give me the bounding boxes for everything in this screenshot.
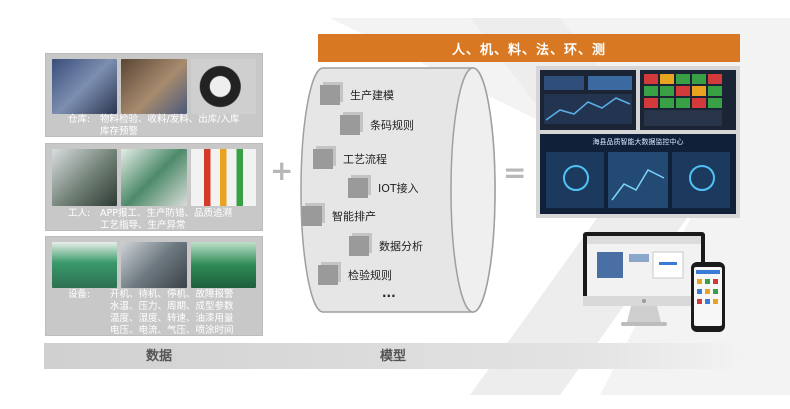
- signal-tower-photo: [190, 149, 256, 206]
- cylinder-item-modeling: 生产建模: [320, 85, 394, 105]
- worker-text: APP报工、生产防错、品质追溯 工艺指导、生产异常: [100, 208, 232, 231]
- plus-sign: +: [270, 154, 294, 187]
- barcode-scanner-photo: [121, 59, 187, 114]
- workshop-photo: [121, 242, 187, 288]
- cylinder-item-inspection: 检验规则: [318, 265, 392, 285]
- cube-icon: [320, 85, 340, 105]
- cube-icon: [349, 236, 369, 256]
- cylinder-item-analysis: 数据分析: [349, 236, 423, 256]
- warehouse-panel: 仓库: 物料检验、收料/发料、出库/入库 库存预警: [45, 53, 263, 137]
- cube-icon: [348, 178, 368, 198]
- dashboard-graphic: [540, 70, 736, 214]
- cylinder-item-label: 智能排产: [332, 210, 376, 223]
- cylinder-item-process: 工艺流程: [313, 149, 387, 169]
- warehouse-text: 物料检验、收料/发料、出库/入库 库存预警: [100, 114, 240, 137]
- warehouse-label: 仓库:: [68, 114, 91, 125]
- worker-label: 工人:: [68, 208, 91, 219]
- dashboard-screens: 海县品质智能大数据监控中心: [536, 66, 740, 218]
- bottom-arrow: [44, 343, 760, 369]
- cube-icon: [340, 115, 360, 135]
- dashboard-screen-title: 海县品质智能大数据监控中心: [592, 138, 684, 146]
- operator-photo: [121, 149, 187, 206]
- cube-icon: [318, 265, 338, 285]
- data-label: 数据: [146, 349, 173, 364]
- cylinder-ellipsis: ...: [382, 286, 396, 300]
- press-machine-photo: [190, 242, 256, 288]
- warehouse-photos: [52, 59, 256, 114]
- warehouse-shelves-photo: [52, 59, 118, 114]
- cylinder-item-label: 生产建模: [350, 89, 394, 102]
- equipment-photos: [52, 242, 256, 288]
- cube-icon: [313, 149, 333, 169]
- equipment-label: 设备:: [68, 289, 91, 300]
- cylinder-item-label: 条码规则: [370, 119, 414, 132]
- phone-screen: [694, 267, 722, 326]
- worker-panel: 工人: APP报工、生产防错、品质追溯 工艺指导、生产异常: [45, 143, 263, 231]
- mobile-phone: [691, 262, 725, 332]
- worker-photos: [52, 149, 256, 206]
- cylinder-item-label: 数据分析: [379, 240, 423, 253]
- equipment-panel: 设备: 开机、待机、停机、故障报警 水温、压力、周期、成型参数 温度、湿度、转速…: [45, 236, 263, 336]
- desktop-monitor: [583, 232, 705, 326]
- worker-station-photo: [52, 149, 118, 206]
- reel-photo: [190, 59, 256, 114]
- cylinder-item-barcode: 条码规则: [340, 115, 414, 135]
- cylinder-item-label: IOT接入: [378, 182, 419, 195]
- cylinder-item-scheduling: 智能排产: [302, 206, 376, 226]
- cylinder-item-label: 工艺流程: [343, 153, 387, 166]
- equals-sign: =: [503, 156, 527, 189]
- model-label: 模型: [380, 349, 407, 364]
- factor-banner: 人、机、料、法、环、测: [318, 34, 740, 62]
- equipment-text: 开机、待机、停机、故障报警 水温、压力、周期、成型参数 温度、湿度、转速、油漆用…: [110, 289, 234, 336]
- cylinder-item-label: 检验规则: [348, 269, 392, 282]
- injection-machine-photo: [52, 242, 118, 288]
- cube-icon: [302, 206, 322, 226]
- cylinder-item-iot: IOT接入: [348, 178, 419, 198]
